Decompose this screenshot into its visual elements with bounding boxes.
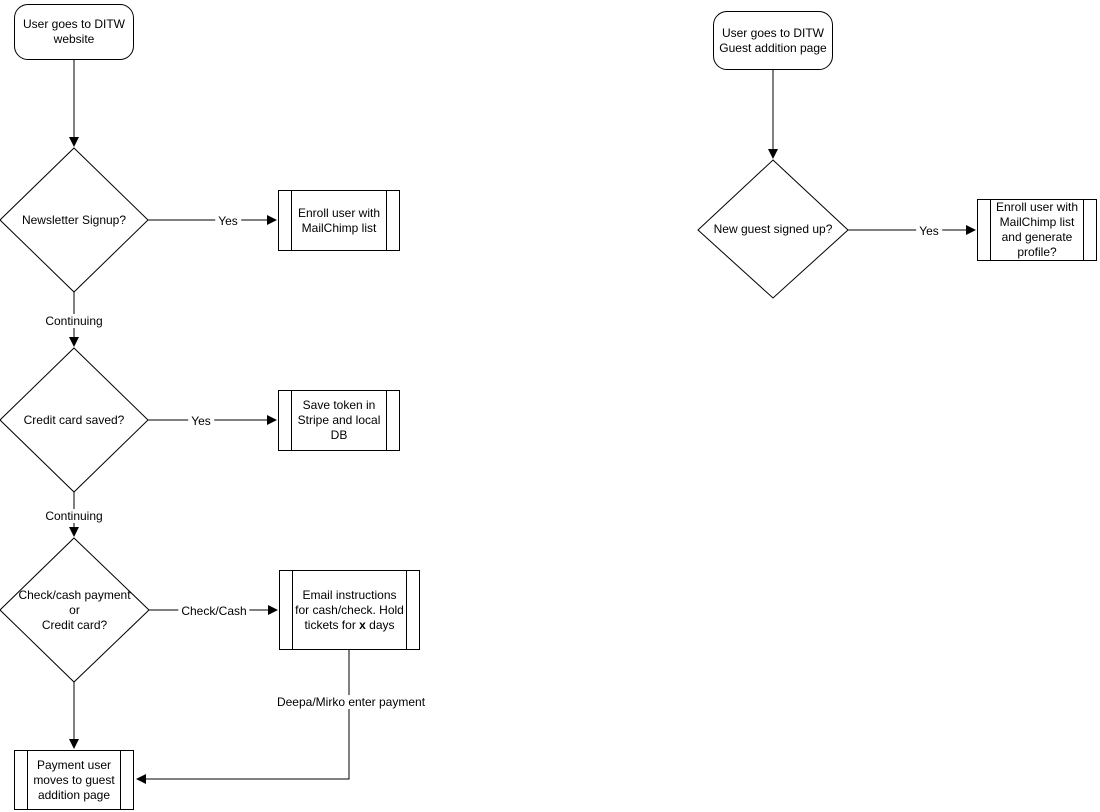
edge-label-check-cash: Check/Cash [178,604,250,618]
email-instructions-text: Email instructions for cash/check. Hold … [295,587,404,632]
terminal-label: User goes to DITW Guest addition page [719,25,827,55]
process-email-instructions[interactable]: Email instructions for cash/check. Hold … [279,570,420,650]
decision-new-guest-signed-up-label: New guest signed up? [713,221,833,236]
process-label: Enroll user with MailChimp list [297,205,381,235]
email-instructions-text-after: days [365,617,395,632]
edge-label-credit-yes: Yes [188,414,214,428]
process-label: Email instructions for cash/check. Hold … [295,588,404,633]
decision-new-guest-signed-up-shape[interactable] [697,159,849,299]
terminal-user-goes-to-ditw-website[interactable]: User goes to DITW website [14,4,134,60]
process-label: Enroll user with MailChimp list and gene… [995,200,1079,259]
process-payment-user-moves[interactable]: Payment user moves to guest addition pag… [14,750,134,810]
decision-newsletter-signup-label: Newsletter Signup? [21,212,127,227]
process-label: Payment user moves to guest addition pag… [33,757,115,802]
edge-label-newsletter-yes: Yes [215,214,241,228]
edge-label-continuing-2: Continuing [42,509,106,523]
process-enroll-user-mailchimp[interactable]: Enroll user with MailChimp list [278,190,400,251]
process-save-token-stripe[interactable]: Save token in Stripe and local DB [278,390,400,451]
decision-credit-card-saved-shape[interactable] [0,347,149,493]
edge-deepa-mirko-enter-payment [136,650,350,784]
process-label: Save token in Stripe and local DB [297,398,381,442]
decision-credit-card-saved-label: Credit card saved? [23,412,125,427]
edge-label-deepa-mirko: Deepa/Mirko enter payment [273,695,429,709]
decision-newsletter-signup-shape[interactable] [0,147,149,293]
decision-payment-method-label: Check/cash payment or Credit card? [18,587,131,632]
email-instructions-bold-x: x [359,617,366,632]
terminal-user-goes-to-guest-addition-page[interactable]: User goes to DITW Guest addition page [713,11,833,70]
edge-label-new-guest-yes: Yes [916,224,942,238]
terminal-label: User goes to DITW website [22,17,126,46]
decision-payment-method-shape[interactable] [0,537,150,683]
edge-label-continuing-1: Continuing [42,314,106,328]
process-enroll-generate-profile[interactable]: Enroll user with MailChimp list and gene… [977,199,1097,261]
